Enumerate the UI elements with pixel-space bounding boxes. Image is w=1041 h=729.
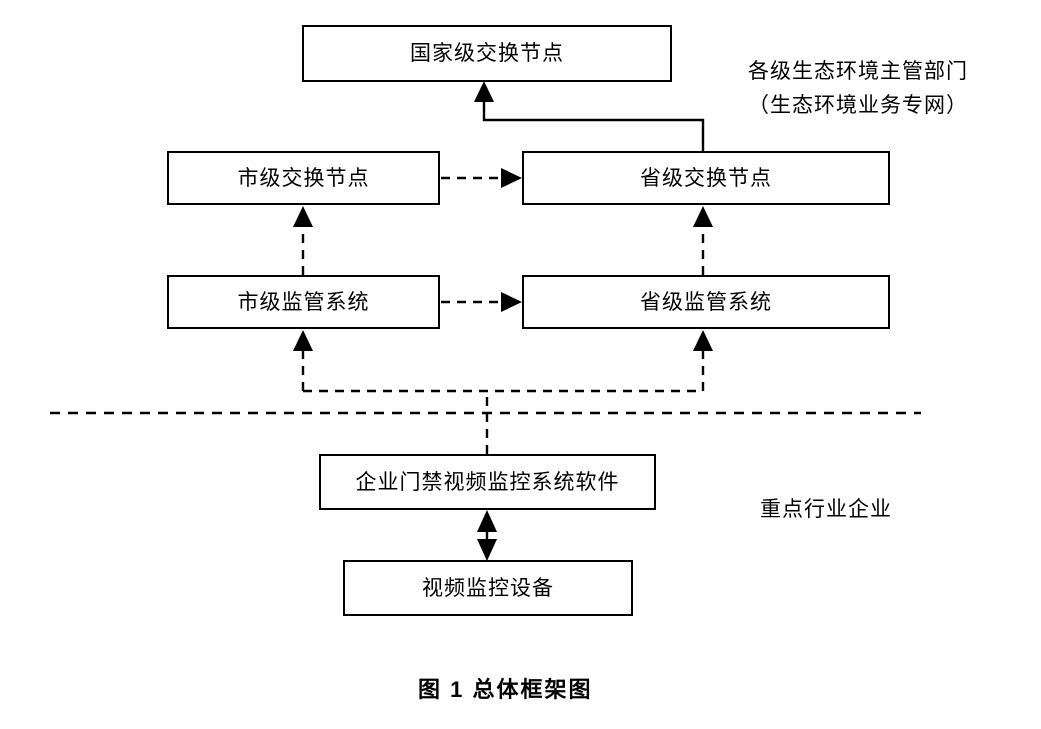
node-province-supervision-system[interactable]: 省级监管系统 <box>522 275 890 329</box>
node-province-exchange-node[interactable]: 省级交换节点 <box>522 151 890 205</box>
arrowhead-province-exchange-2 <box>693 206 713 227</box>
arrowhead-city-exchange <box>293 206 313 227</box>
node-label: 市级监管系统 <box>237 289 370 314</box>
figure-caption: 图 1 总体框架图 <box>418 677 593 702</box>
connector-city-to-province-exchange <box>441 168 522 188</box>
annotation-line: 重点行业企业 <box>760 497 892 521</box>
annotation-key-industry: 重点行业企业 <box>760 493 892 527</box>
connector-city-sys-to-city-exchange <box>293 206 313 275</box>
connector-software-to-supervision <box>293 330 713 454</box>
node-label: 企业门禁视频监控系统软件 <box>355 469 620 494</box>
node-label: 省级监管系统 <box>640 289 772 314</box>
node-label: 省级交换节点 <box>640 165 772 190</box>
node-national-exchange-node[interactable]: 国家级交换节点 <box>302 25 672 82</box>
connector-province-to-national <box>474 81 705 151</box>
arrowhead-province-exchange <box>501 168 522 188</box>
node-city-supervision-system[interactable]: 市级监管系统 <box>167 275 440 329</box>
arrowhead-device-down <box>477 539 497 561</box>
node-enterprise-access-video-software[interactable]: 企业门禁视频监控系统软件 <box>319 454 656 510</box>
annotation-line: （生态环境业务专网） <box>748 92 968 117</box>
arrowhead-software-up <box>477 510 497 532</box>
connector-device-to-software <box>477 510 497 561</box>
arrowhead-province-sys <box>501 292 522 312</box>
node-label: 市级交换节点 <box>237 165 370 190</box>
connector-province-sys-to-province-exchange <box>693 206 713 275</box>
node-label: 视频监控设备 <box>422 575 554 600</box>
node-video-surveillance-device[interactable]: 视频监控设备 <box>343 560 633 616</box>
annotation-line: 各级生态环境主管部门 <box>748 59 968 83</box>
node-city-exchange-node[interactable]: 市级交换节点 <box>167 151 440 205</box>
node-label: 国家级交换节点 <box>410 41 564 65</box>
annotation-eco-authority: 各级生态环境主管部门 （生态环境业务专网） <box>748 55 968 122</box>
arrowhead-city-supervision <box>293 330 313 351</box>
arrowhead-province-supervision <box>693 330 713 351</box>
connector-city-sys-to-province-sys <box>441 292 522 312</box>
arrowhead-national <box>474 81 494 102</box>
